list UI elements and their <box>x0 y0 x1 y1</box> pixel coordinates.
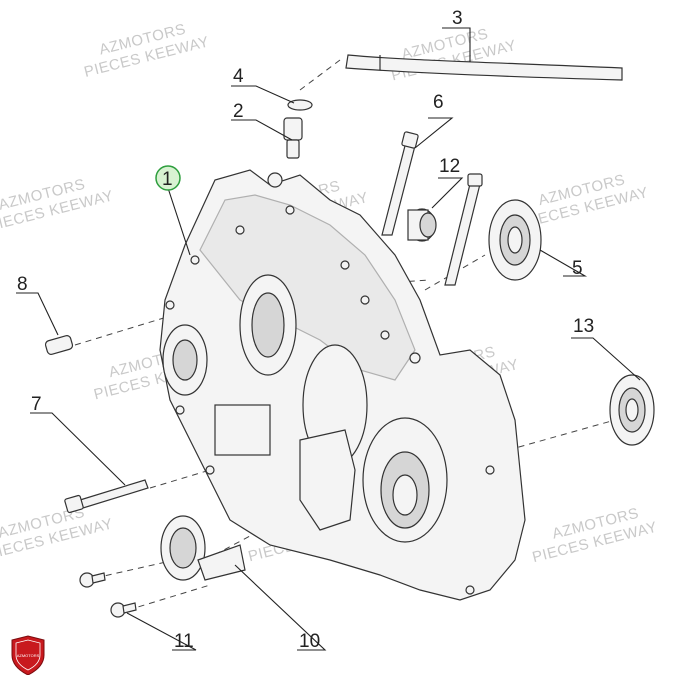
callout-6: 6 <box>433 92 444 113</box>
hose-part-3 <box>345 54 623 81</box>
bearing-part-13 <box>609 374 655 446</box>
callout-3: 3 <box>452 8 463 29</box>
dowel-part-8 <box>44 335 74 355</box>
logo-text: AZMOTORS <box>17 653 40 658</box>
callout-12: 12 <box>439 156 460 177</box>
callout-7: 7 <box>31 394 42 415</box>
bolts-part-11 <box>79 572 137 618</box>
callout-13: 13 <box>573 316 594 337</box>
seal-plate-part-10 <box>160 515 246 581</box>
callout-11: 11 <box>174 631 194 652</box>
callout-5: 5 <box>572 258 583 279</box>
callout-labels: 1 2 3 4 5 6 7 8 10 11 12 13 <box>17 8 594 652</box>
stud-pin-part-12 <box>444 173 483 286</box>
stud-part-6 <box>381 131 419 236</box>
fitting-part-2 <box>283 117 303 159</box>
bearing-part-5 <box>488 199 542 281</box>
callout-8: 8 <box>17 274 28 295</box>
crankcase-half <box>159 169 526 601</box>
callout-2: 2 <box>233 101 244 122</box>
callout-10: 10 <box>299 631 320 652</box>
brand-logo: AZMOTORS <box>11 635 45 675</box>
bolt-part-7 <box>64 479 149 514</box>
needle-bearing-part-12 <box>407 208 437 242</box>
callout-4: 4 <box>233 66 244 87</box>
leader-lines <box>16 27 641 651</box>
callout-1-highlight <box>155 165 181 191</box>
callout-1: 1 <box>162 169 173 190</box>
